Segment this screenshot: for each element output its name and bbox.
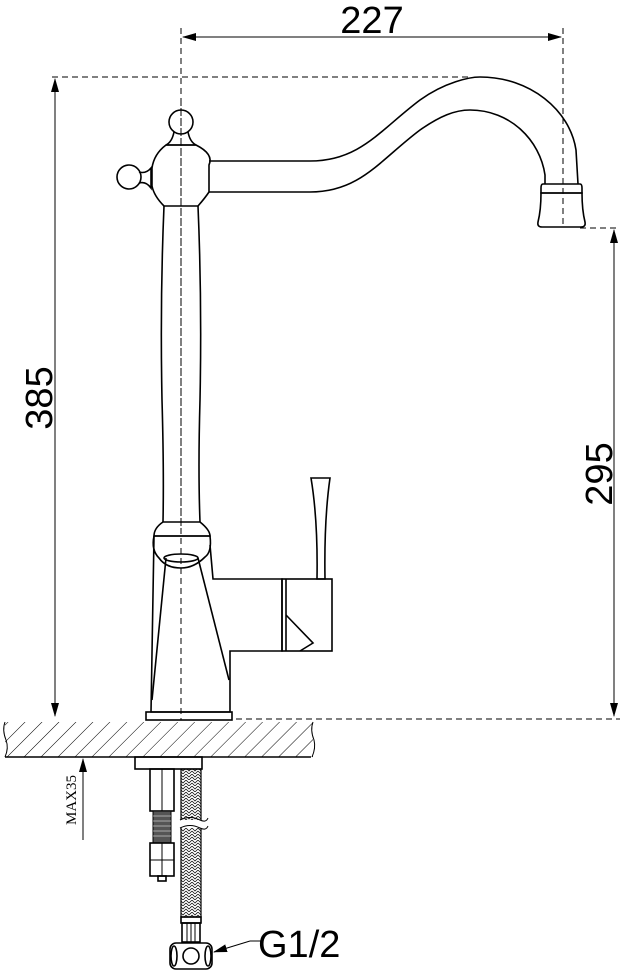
faucet-base — [145, 521, 283, 721]
faucet-column — [160, 100, 202, 530]
mounting-stud — [134, 756, 203, 882]
dimension-227: 227 — [180, 0, 564, 720]
dimension-385: 385 — [19, 76, 470, 717]
swivel-spout — [209, 76, 579, 193]
dimension-385-label: 385 — [19, 366, 61, 429]
cross-handle-knobs — [116, 109, 211, 207]
max35-label: MAX35 — [64, 775, 80, 825]
dimension-227-label: 227 — [340, 0, 403, 42]
dimension-295: 295 — [236, 227, 621, 720]
dimension-295-label: 295 — [579, 442, 621, 505]
aerator — [537, 183, 586, 228]
g12-label: G1/2 — [258, 924, 340, 966]
countertop — [3, 721, 316, 758]
braided-hose — [178, 768, 209, 918]
lever-handle — [281, 477, 333, 652]
g12-annotation: G1/2 — [213, 924, 340, 966]
dimension-max35: MAX35 — [64, 758, 87, 840]
hose-connector — [169, 916, 213, 970]
